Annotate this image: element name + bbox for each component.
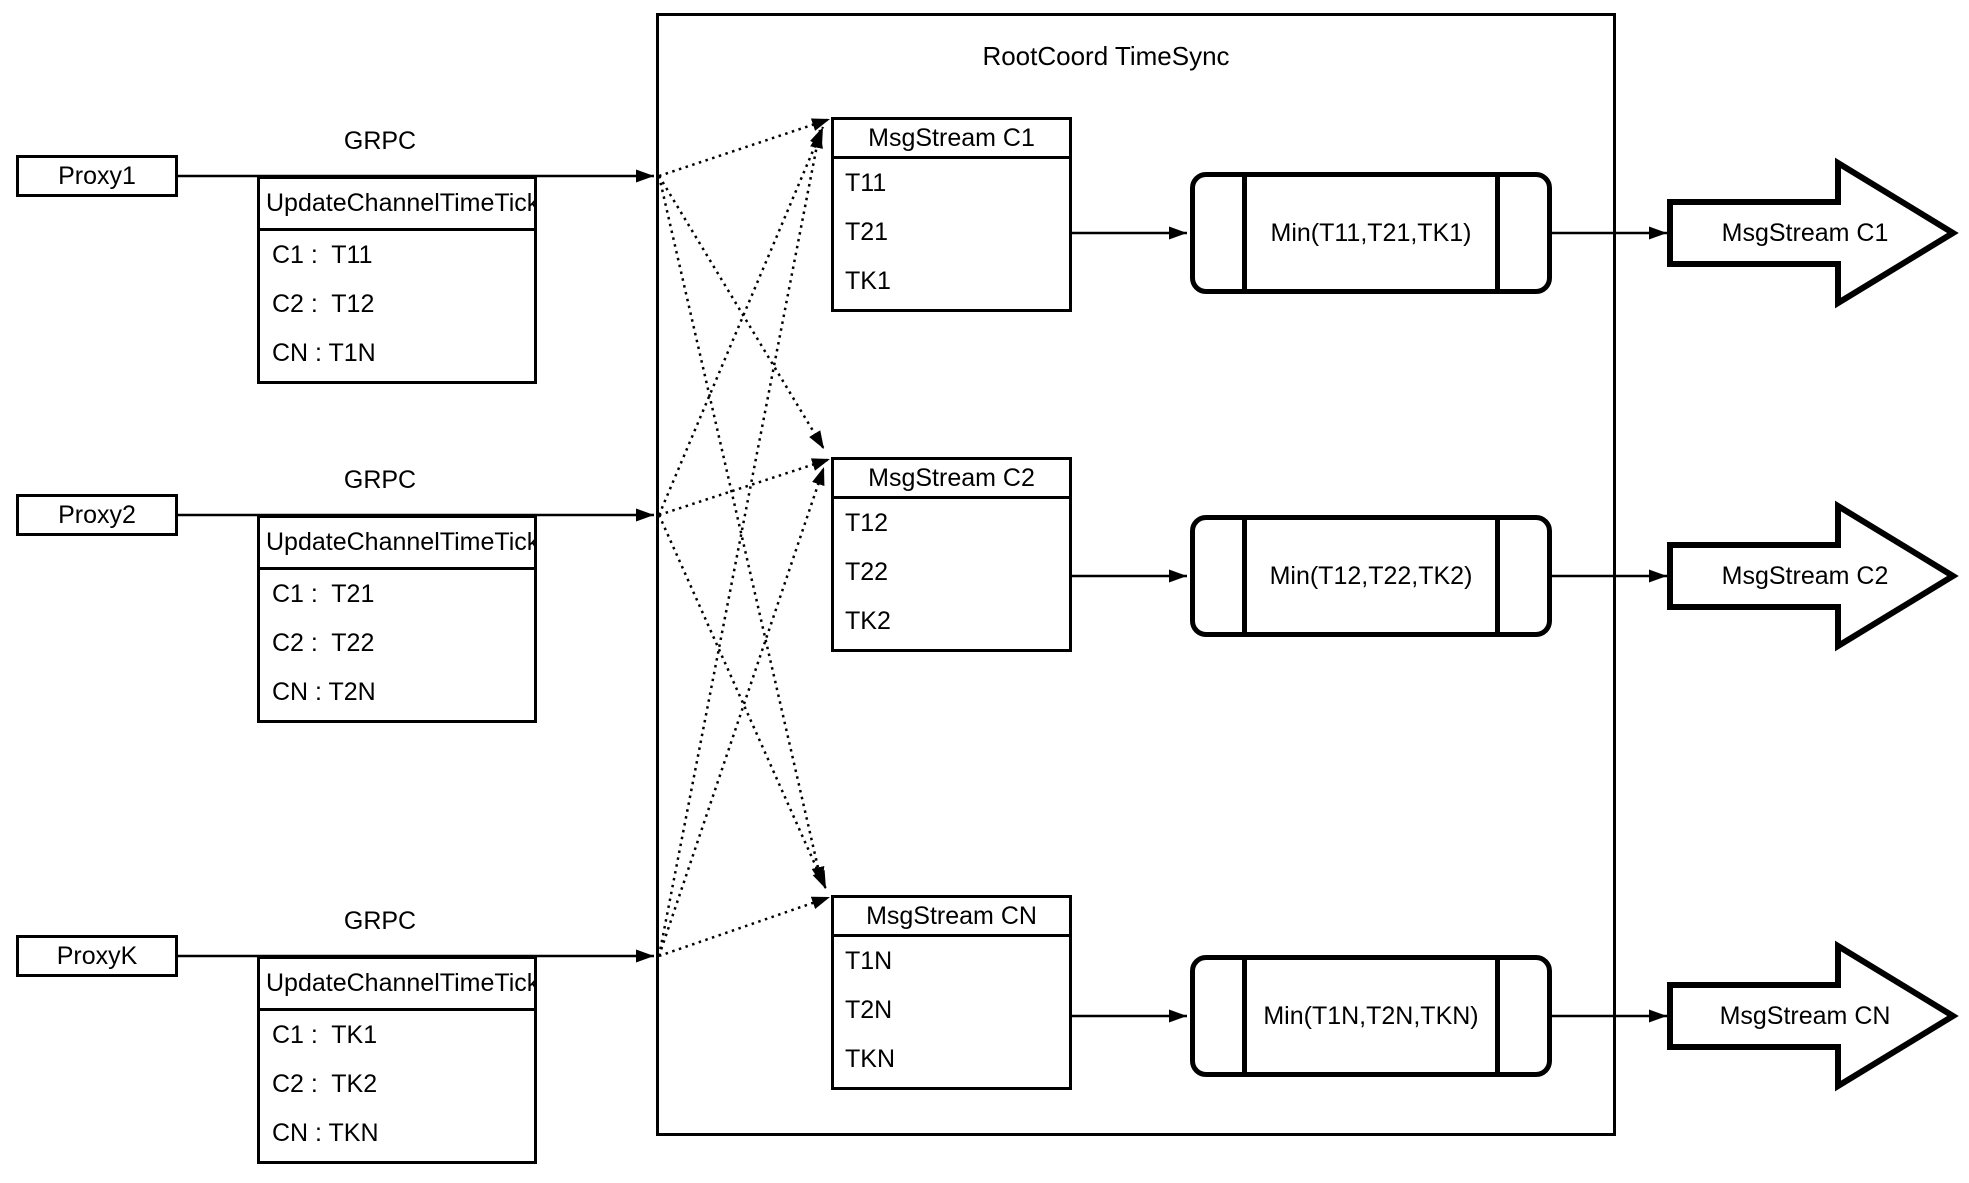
update-timetick-table-1: UpdateChannelTimeTick C1 : T11 C2 : T12 … bbox=[257, 176, 537, 384]
update-table-header-1: UpdateChannelTimeTick bbox=[260, 179, 534, 231]
fanout-p1-cn bbox=[657, 175, 825, 886]
msgstream-table-c2: MsgStream C2 T12 T22 TK2 bbox=[831, 457, 1072, 652]
fanout-p1-c1 bbox=[658, 117, 831, 178]
min-right-bar bbox=[1495, 520, 1500, 632]
min-left-bar bbox=[1242, 960, 1247, 1072]
min-label-c2: Min(T12,T22,TK2) bbox=[1269, 561, 1473, 590]
grpc-label-1: GRPC bbox=[343, 127, 417, 155]
update-table-row: CN : T2N bbox=[272, 678, 376, 706]
msgstream-table-header-c2: MsgStream C2 bbox=[834, 460, 1069, 499]
update-table-row: C2 : TK2 bbox=[272, 1070, 378, 1098]
output-arrow-shapes bbox=[1667, 157, 1959, 1092]
fanout-p1-c2 bbox=[657, 175, 826, 450]
update-table-row: C1 : T21 bbox=[272, 580, 375, 608]
output-arrow-shape-c2 bbox=[1667, 500, 1959, 652]
fanout-p2-c2 bbox=[658, 457, 831, 517]
min-label-cn: Min(T1N,T2N,TKN) bbox=[1263, 1001, 1479, 1030]
update-table-row: C2 : T12 bbox=[272, 290, 375, 318]
msgstream-table-c1: MsgStream C1 T11 T21 TK1 bbox=[831, 117, 1072, 312]
proxyk-label: ProxyK bbox=[56, 941, 138, 970]
output-arrow-shape-cn bbox=[1667, 940, 1959, 1092]
update-table-row: CN : TKN bbox=[272, 1119, 379, 1147]
update-table-row: C2 : T22 bbox=[272, 629, 375, 657]
update-table-header-3: UpdateChannelTimeTick bbox=[260, 959, 534, 1011]
msgstream-table-row: T22 bbox=[845, 558, 889, 586]
msgstream-table-row: T12 bbox=[845, 509, 889, 537]
fanout-pk-cn bbox=[658, 895, 831, 958]
min-to-output-lines bbox=[1552, 226, 1667, 1023]
msgstream-table-row: TK1 bbox=[845, 267, 891, 295]
msgstream-table-header-cn: MsgStream CN bbox=[834, 898, 1069, 937]
msgstream-table-row: TK2 bbox=[845, 607, 891, 635]
fanout-p2-cn bbox=[657, 514, 828, 890]
output-arrow-label-c1: MsgStream C1 bbox=[1721, 219, 1889, 247]
output-arrow-label-cn: MsgStream CN bbox=[1719, 1002, 1891, 1030]
proxy1-node: Proxy1 bbox=[16, 155, 178, 197]
fanout-pk-c2 bbox=[657, 466, 826, 957]
update-table-row: C1 : T11 bbox=[272, 241, 373, 269]
msgstream-table-row: T11 bbox=[845, 169, 887, 197]
update-timetick-table-2: UpdateChannelTimeTick C1 : T21 C2 : T22 … bbox=[257, 515, 537, 723]
min-left-bar bbox=[1242, 520, 1247, 632]
fanout-p2-c1 bbox=[657, 126, 825, 516]
update-timetick-table-3: UpdateChannelTimeTick C1 : TK1 C2 : TK2 … bbox=[257, 956, 537, 1164]
msgstream-table-row: T1N bbox=[845, 947, 893, 975]
min-label-c1: Min(T11,T21,TK1) bbox=[1270, 218, 1472, 247]
msgstream-table-cn: MsgStream CN T1N T2N TKN bbox=[831, 895, 1072, 1090]
grpc-label-3: GRPC bbox=[343, 907, 417, 935]
min-node-cn: Min(T1N,T2N,TKN) bbox=[1190, 955, 1552, 1077]
update-table-header-2: UpdateChannelTimeTick bbox=[260, 518, 534, 570]
msgstream-table-row: T21 bbox=[845, 218, 889, 246]
timetick-fanout-lines bbox=[657, 117, 831, 958]
output-arrow-shape-c1 bbox=[1667, 157, 1959, 309]
fanout-pk-c1 bbox=[657, 129, 823, 957]
min-node-c1: Min(T11,T21,TK1) bbox=[1190, 172, 1552, 294]
output-arrow-label-c2: MsgStream C2 bbox=[1721, 562, 1889, 590]
rootcoord-title: RootCoord TimeSync bbox=[982, 41, 1230, 71]
update-table-row: CN : T1N bbox=[272, 339, 376, 367]
proxy1-label: Proxy1 bbox=[58, 161, 136, 190]
grpc-label-2: GRPC bbox=[343, 466, 417, 494]
min-node-c2: Min(T12,T22,TK2) bbox=[1190, 515, 1552, 637]
min-right-bar bbox=[1495, 960, 1500, 1072]
update-table-row: C1 : TK1 bbox=[272, 1021, 378, 1049]
min-right-bar bbox=[1495, 177, 1500, 289]
stream-to-min-lines bbox=[1072, 226, 1187, 1023]
min-left-bar bbox=[1242, 177, 1247, 289]
proxy2-node: Proxy2 bbox=[16, 494, 178, 536]
msgstream-table-row: TKN bbox=[845, 1045, 895, 1073]
proxyk-node: ProxyK bbox=[16, 935, 178, 977]
msgstream-table-row: T2N bbox=[845, 996, 893, 1024]
msgstream-table-header-c1: MsgStream C1 bbox=[834, 120, 1069, 159]
proxy2-label: Proxy2 bbox=[58, 500, 136, 529]
